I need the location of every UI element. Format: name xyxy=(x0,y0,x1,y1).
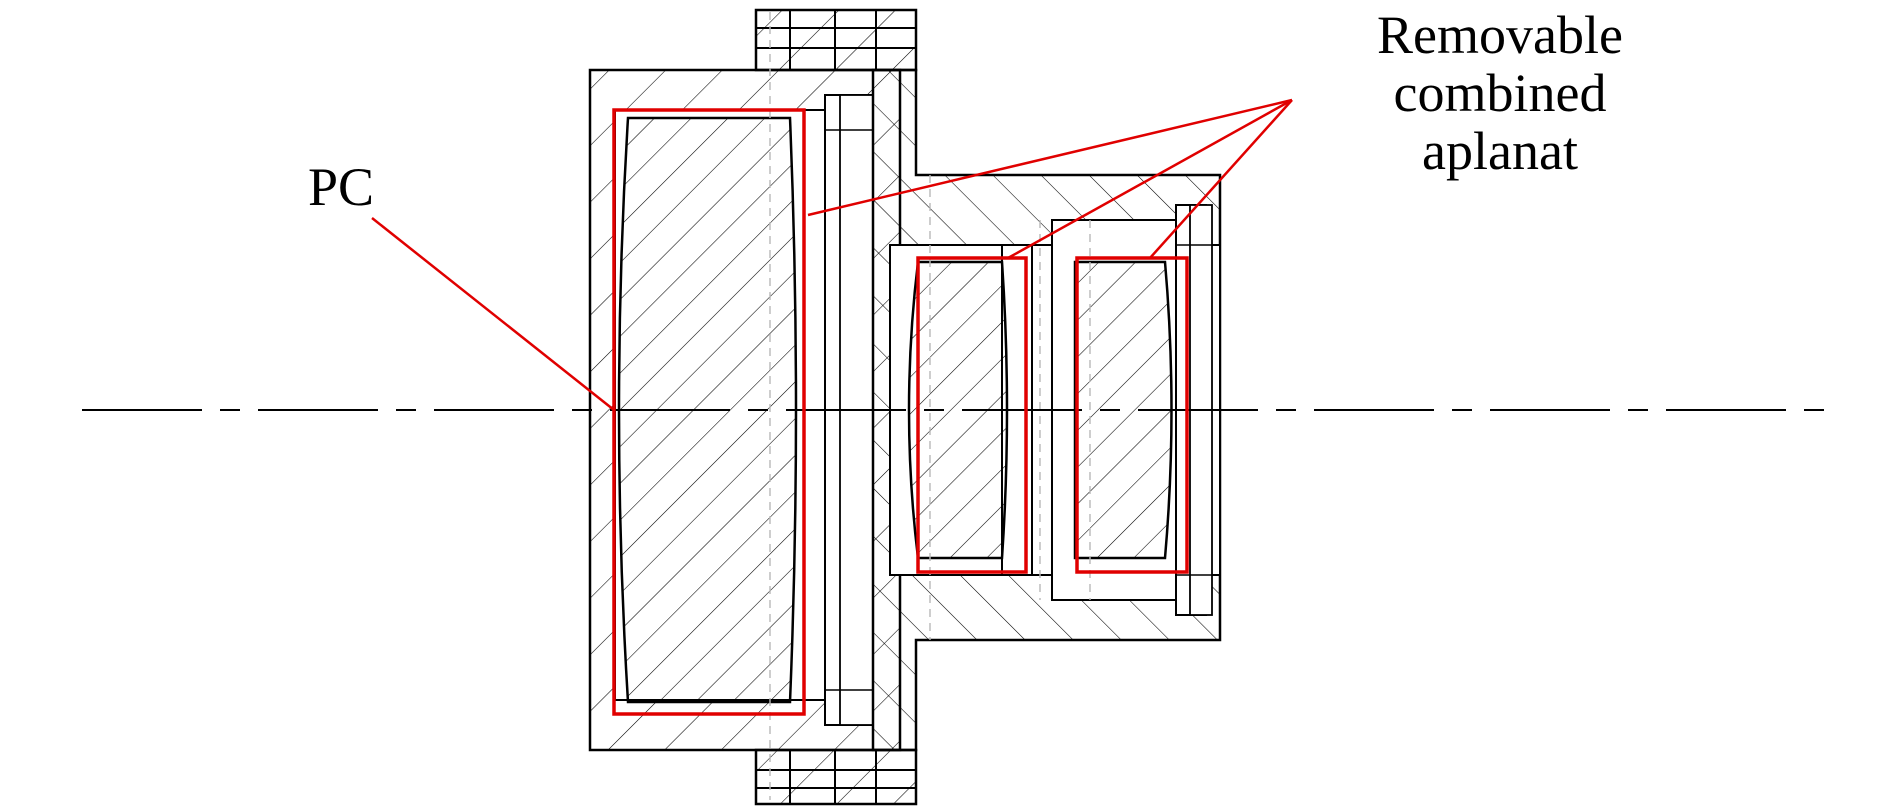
aplanat-lens-2 xyxy=(1073,260,1173,560)
aplanat-leader-2 xyxy=(1007,98,1293,260)
pc-label: PC xyxy=(308,157,375,217)
aplanat-highlight-frame-2 xyxy=(1075,256,1189,574)
top-flange xyxy=(754,8,918,72)
aplanat-lens-1 xyxy=(907,260,1009,560)
aplanat-label-line-3: aplanat xyxy=(1422,121,1578,181)
pc-leader xyxy=(371,217,615,411)
highlight-frames xyxy=(612,108,1189,716)
pc-highlight-frame xyxy=(612,108,806,716)
bottom-flange xyxy=(754,748,918,806)
aplanat-leader-1 xyxy=(807,98,1293,217)
leader-lines xyxy=(371,98,1293,411)
aplanat-label-line-2: combined xyxy=(1393,63,1607,123)
aplanat-label: Removable combined aplanat xyxy=(1320,8,1680,182)
aplanat-highlight-frame-1 xyxy=(916,256,1028,574)
aplanat-leader-3 xyxy=(1149,99,1293,259)
aplanat-label-line-1: Removable xyxy=(1377,5,1623,65)
